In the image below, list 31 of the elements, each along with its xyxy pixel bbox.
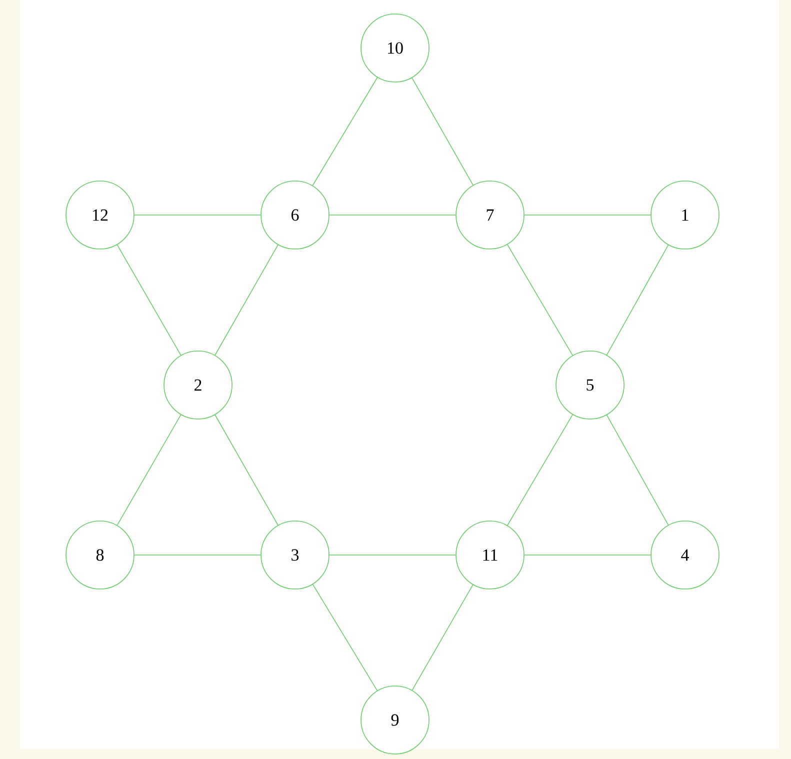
edge-line [214, 244, 278, 356]
edge-line [412, 78, 474, 186]
circle-node: 7 [456, 180, 524, 250]
circle-node: 10 [360, 14, 430, 82]
circle-node: 4 [650, 520, 720, 590]
edge-line [507, 244, 573, 356]
circle-node: 3 [260, 520, 330, 590]
circle-node: 2 [164, 350, 232, 420]
edge-line [329, 214, 456, 216]
edge-line [329, 554, 456, 556]
circle-node: 6 [260, 180, 330, 250]
edge-line [312, 77, 378, 186]
edge-line [134, 554, 261, 556]
edge-line [134, 214, 261, 216]
edge-line [116, 244, 182, 356]
circle-node: 9 [360, 686, 430, 754]
node-label: 9 [391, 714, 399, 726]
edge-line [524, 214, 651, 216]
edge-line [116, 414, 182, 526]
circle-node: 12 [66, 180, 134, 250]
edge-line [524, 554, 651, 556]
edge-line [214, 414, 278, 526]
circle-node: 11 [456, 520, 524, 590]
circle-node: 5 [556, 350, 624, 420]
edge-line [606, 414, 669, 526]
edge-line [412, 584, 474, 691]
edge-line [606, 244, 669, 356]
circle-node: 1 [650, 180, 720, 250]
edge-line [507, 414, 573, 526]
edge-line [312, 584, 378, 691]
circle-node: 8 [66, 520, 134, 590]
